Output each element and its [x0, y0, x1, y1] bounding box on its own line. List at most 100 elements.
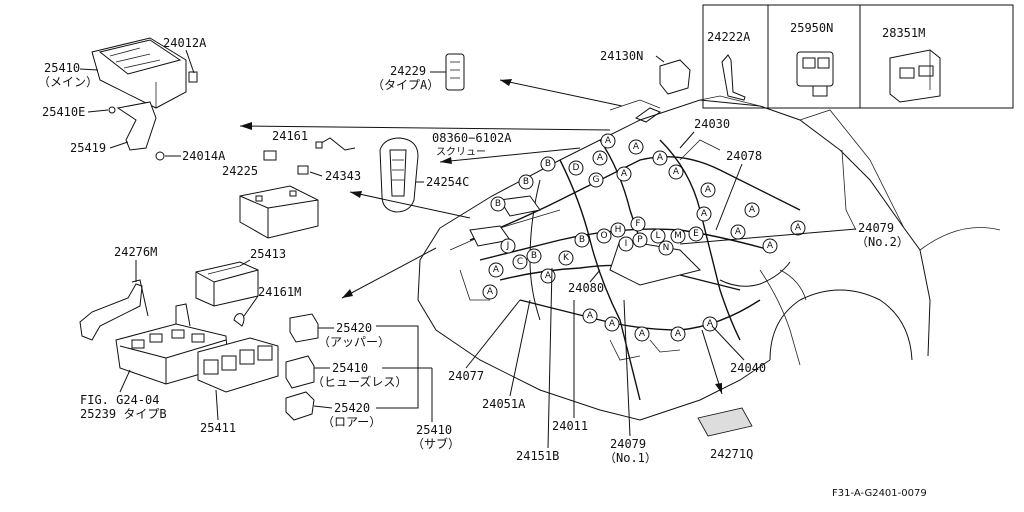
svg-text:A: A	[633, 142, 640, 152]
label-24079-no1-sub: （No.1）	[604, 451, 657, 465]
label-24225: 24225	[222, 164, 258, 178]
marker-a: A	[482, 284, 498, 300]
marker-d: D	[568, 160, 584, 176]
svg-text:A: A	[621, 169, 628, 179]
label-24276M: 24276M	[114, 245, 157, 259]
part-24343	[297, 165, 309, 175]
bracket-25419-part	[116, 101, 157, 151]
box-25410-fuseless-part	[285, 355, 315, 389]
label-25419: 25419	[70, 141, 106, 155]
label-24080: 24080	[568, 281, 604, 295]
marker-a: A	[744, 202, 760, 218]
bracket-line-25410-sub	[376, 325, 419, 409]
part-24225	[263, 150, 277, 161]
svg-text:A: A	[587, 311, 594, 321]
svg-text:A: A	[609, 319, 616, 329]
wire-24161-part	[317, 137, 356, 151]
inset-code-24222A: 24222A	[707, 30, 751, 44]
footer-code: F31-A-G2401-0079	[832, 488, 927, 499]
bracket-24276M-part	[79, 283, 143, 341]
svg-text:B: B	[579, 235, 585, 245]
cover-25413-part	[195, 261, 259, 307]
label-25420-lower: 25420	[334, 401, 370, 415]
svg-text:A: A	[605, 136, 612, 146]
marker-a: A	[540, 268, 556, 284]
svg-text:A: A	[749, 205, 756, 215]
marker-a: A	[670, 326, 686, 342]
svg-text:A: A	[639, 329, 646, 339]
marker-j: J	[500, 238, 516, 254]
svg-text:B: B	[531, 251, 537, 261]
label-24079-no2: 24079	[858, 221, 894, 235]
label-24030: 24030	[694, 117, 730, 131]
label-24012A: 24012A	[163, 36, 207, 50]
marker-b: B	[540, 156, 556, 172]
bracket-24222A-part	[721, 54, 746, 101]
marker-a: A	[700, 182, 716, 198]
svg-text:K: K	[563, 253, 570, 263]
marker-b: B	[518, 174, 534, 190]
marker-m: M	[670, 228, 686, 244]
marker-p: P	[632, 232, 648, 248]
leader-arrows	[239, 79, 723, 395]
marker-k: K	[558, 250, 574, 266]
marker-o: O	[596, 228, 612, 244]
marker-a: A	[582, 308, 598, 324]
svg-text:J: J	[506, 241, 510, 251]
svg-text:E: E	[693, 229, 699, 239]
svg-text:M: M	[674, 231, 682, 241]
label-25420-upper: 25420	[336, 321, 372, 335]
marker-i: I	[618, 236, 634, 252]
label-25413: 25413	[250, 247, 286, 261]
label-25420-lower-sub: （ロアー）	[322, 415, 381, 429]
svg-text:I: I	[625, 239, 628, 249]
svg-text:A: A	[673, 167, 680, 177]
label-fig-g24-04: FIG. G24-04	[80, 393, 159, 407]
label-24078: 24078	[726, 149, 762, 163]
svg-text:A: A	[657, 153, 664, 163]
svg-text:A: A	[597, 153, 604, 163]
svg-text:O: O	[600, 231, 607, 241]
label-25239: 25239 タイプB	[80, 407, 167, 421]
label-24051A: 24051A	[482, 397, 526, 411]
svg-text:A: A	[767, 241, 774, 251]
label-08360-sub: スクリュー	[436, 146, 486, 158]
bolt-24014A-part	[155, 151, 165, 161]
svg-text:D: D	[573, 163, 580, 173]
label-08360: 08360−6102A	[432, 131, 512, 145]
label-24161: 24161	[272, 129, 308, 143]
label-25410-fuseless-sub: （ヒューズレス）	[312, 374, 407, 389]
marker-a: A	[488, 262, 504, 278]
svg-text:P: P	[637, 235, 643, 245]
marker-a: A	[604, 316, 620, 332]
marker-a: A	[592, 150, 608, 166]
label-24229: 24229	[390, 64, 426, 78]
connector-24130N-part	[659, 59, 691, 95]
label-25410-sub: 25410	[416, 423, 452, 437]
marker-b: B	[526, 248, 542, 264]
part-24271Q	[697, 407, 753, 437]
marker-a: A	[628, 139, 644, 155]
relay-block-25411-part	[197, 337, 279, 393]
svg-text:A: A	[675, 329, 682, 339]
label-25410-fuseless: 25410	[332, 361, 368, 375]
part-24229	[445, 53, 465, 91]
marker-a: A	[616, 166, 632, 182]
svg-text:L: L	[655, 231, 660, 241]
svg-text:A: A	[493, 265, 500, 275]
label-25410-sub-sub: （サブ）	[412, 436, 460, 451]
label-24079-no2-sub: （No.2）	[856, 235, 909, 249]
marker-a: A	[790, 220, 806, 236]
label-24229-sub: （タイプA）	[372, 78, 439, 92]
marker-g: G	[588, 172, 604, 188]
marker-h: H	[610, 222, 626, 238]
svg-text:A: A	[705, 185, 712, 195]
label-24343: 24343	[325, 169, 361, 183]
marker-n: N	[658, 240, 674, 256]
marker-b: B	[490, 196, 506, 212]
svg-text:B: B	[545, 159, 551, 169]
marker-a: A	[634, 326, 650, 342]
label-24151B: 24151B	[516, 449, 559, 463]
svg-text:H: H	[615, 225, 622, 235]
